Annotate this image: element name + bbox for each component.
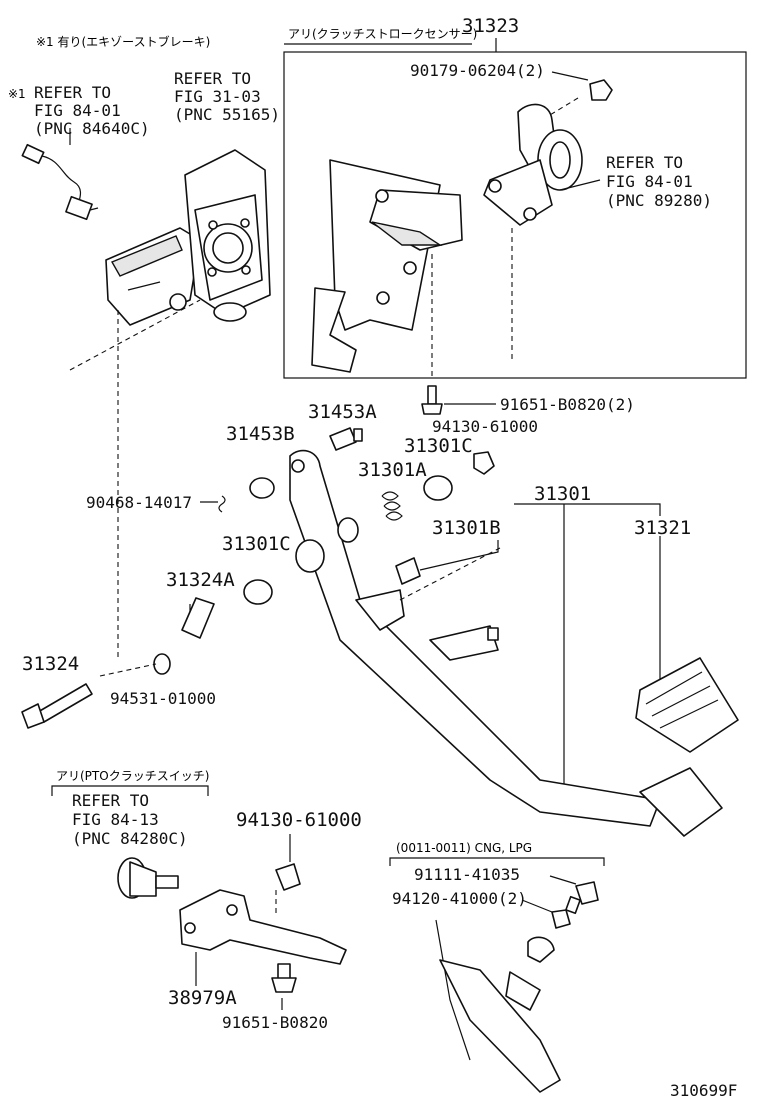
figure-id: 310699F [670,1081,737,1100]
pto-switch-drawing [117,857,347,993]
label-90179-06204: 90179-06204(2) [410,61,545,80]
ref-84-13-line3: (PNC 84280C) [72,829,188,848]
ref-31-03-line3: (PNC 55165) [174,105,280,124]
note-exhaust-brake: ※1 有り(エキゾーストブレーキ) [36,34,210,49]
label-94531-01000: 94531-01000 [110,689,216,708]
label-94130-61000-a: 94130-61000 [432,417,538,436]
label-94130-61000-b: 94130-61000 [236,809,362,831]
ref-84-01-a-line3: (PNC 84640C) [34,119,150,138]
ref-block-84-01-a: ※1 REFER TO FIG 84-01 (PNC 84640C) [8,83,150,138]
small-parts-drawing [21,427,495,729]
ref-84-01-b-line1: REFER TO [606,153,683,172]
ref-31-03-line1: REFER TO [174,69,251,88]
label-91651-b0820-2: 91651-B0820(2) [500,395,635,414]
ref-31-03-line2: FIG 31-03 [174,87,261,106]
label-31453a: 31453A [308,401,377,423]
note-pto-clutch-switch: アリ(PTOクラッチスイッチ) [56,769,209,783]
ref-block-31-03: REFER TO FIG 31-03 (PNC 55165) [174,69,280,124]
cng-lpg-drawing [435,881,599,1093]
ref-84-01-a-prefix: ※1 [8,87,26,101]
ref-84-13-line2: FIG 84-13 [72,810,159,829]
label-31323: 31323 [462,15,519,37]
label-31301a: 31301A [358,459,427,481]
ref-84-01-b-line3: (PNC 89280) [606,191,712,210]
clutch-pedal-drawing [289,449,739,837]
bolt-91651-drawing [421,385,443,415]
ref-84-01-b-line2: FIG 84-01 [606,172,693,191]
label-31324: 31324 [22,653,79,675]
label-31453b: 31453B [226,423,295,445]
clutch-stroke-sensor-box [283,51,747,379]
label-91651-b0820: 91651-B0820 [222,1013,328,1032]
label-31301c-a: 31301C [404,435,473,457]
pedal-bracket-drawing [69,149,271,660]
label-31301: 31301 [534,483,591,505]
label-94120-41000-2: 94120-41000(2) [392,889,527,908]
ref-block-84-13: REFER TO FIG 84-13 (PNC 84280C) [72,791,188,848]
ref-84-13-line1: REFER TO [72,791,149,810]
clutch-stroke-sensor-drawing [311,79,613,380]
note-cng-lpg: (0011-0011) CNG, LPG [396,841,532,855]
ref-block-84-01-b: REFER TO FIG 84-01 (PNC 89280) [606,153,712,210]
note-clutch-stroke-sensor: アリ(クラッチストロークセンサー) [288,27,477,41]
label-31301c-b: 31301C [222,533,291,555]
label-38979a: 38979A [168,987,237,1009]
label-31321: 31321 [634,517,691,539]
label-31301b: 31301B [432,517,501,539]
ref-84-01-a-line2: FIG 84-01 [34,101,121,120]
exhaust-brake-switch-drawing [21,128,99,221]
ref-84-01-a-line1: REFER TO [34,83,111,102]
label-31324a: 31324A [166,569,235,591]
label-90468-14017: 90468-14017 [86,493,192,512]
label-91111-41035: 91111-41035 [414,865,520,884]
